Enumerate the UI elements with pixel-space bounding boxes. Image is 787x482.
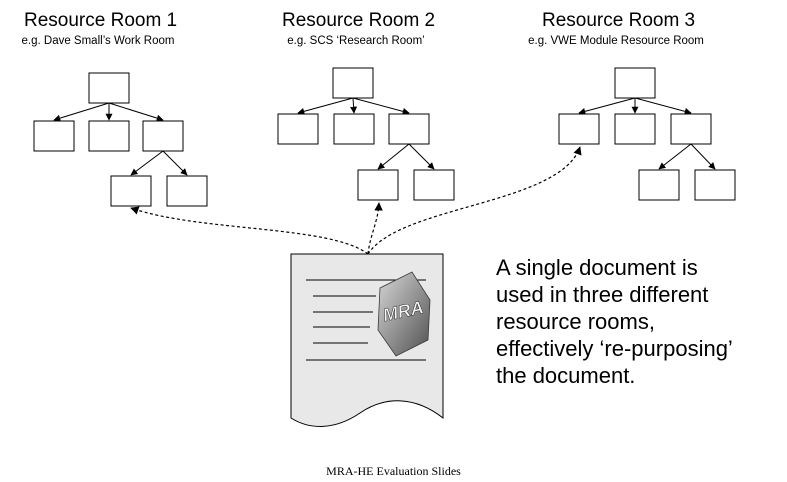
tree-2-child-node xyxy=(388,113,430,145)
caption-line: the document. xyxy=(496,363,636,388)
tree-3-edge xyxy=(634,97,692,115)
tree-3-edge xyxy=(658,143,692,170)
caption-line: effectively ‘re-purposing’ xyxy=(496,336,733,361)
room-1-subtitle: e.g. Dave Small’s Work Room xyxy=(21,35,175,47)
tree-2-root-node xyxy=(332,67,374,99)
tree-1-edge xyxy=(162,150,188,176)
room-3-tree xyxy=(558,67,736,201)
tree-3-edge xyxy=(578,97,636,115)
tree-2-child-node xyxy=(333,113,375,145)
tree-3-child-node xyxy=(614,113,656,145)
tree-2-child-node xyxy=(277,113,319,145)
slide-footer: MRA-HE Evaluation Slides xyxy=(326,464,461,478)
caption: A single document is used in three diffe… xyxy=(496,254,786,389)
room-2-tree xyxy=(277,67,455,201)
tree-1-grandchild-node xyxy=(166,175,208,207)
tree-2-grandchild-node xyxy=(413,169,455,201)
link-to-room-2 xyxy=(367,202,383,255)
room-1-title: Resource Room 1 xyxy=(24,10,178,31)
tree-1-edge xyxy=(130,150,164,176)
tree-1-root-node xyxy=(88,72,130,104)
tree-3-grandchild-node xyxy=(694,169,736,201)
room-3-title: Resource Room 3 xyxy=(542,10,696,31)
document-icon: MRA xyxy=(290,253,444,427)
tree-2-edge xyxy=(350,97,358,114)
tree-3-edge xyxy=(690,143,716,170)
room-3-subtitle: e.g. VWE Module Resource Room xyxy=(528,35,704,47)
tree-2-edge xyxy=(297,97,354,115)
tree-3-child-node xyxy=(670,113,712,145)
caption-line: A single document is xyxy=(496,255,698,280)
room-1-tree xyxy=(33,72,208,207)
tree-1-grandchild-node xyxy=(110,175,152,207)
link-to-room-3 xyxy=(367,146,582,255)
mra-logo: MRA xyxy=(377,271,431,357)
tree-1-edge xyxy=(108,102,164,122)
room-2-title: Resource Room 2 xyxy=(282,10,436,31)
room-2-subtitle: e.g. SCS ‘Research Room’ xyxy=(287,35,425,47)
tree-3-root-node xyxy=(614,67,656,99)
tree-1-edge xyxy=(53,102,110,122)
link-to-room-1 xyxy=(130,206,369,255)
tree-2-edge xyxy=(408,143,435,170)
tree-1-child-node xyxy=(142,120,184,152)
tree-3-grandchild-node xyxy=(638,169,680,201)
tree-2-edge xyxy=(377,143,410,170)
caption-line: used in three different xyxy=(496,282,709,307)
tree-2-edge xyxy=(352,97,410,115)
tree-1-child-node xyxy=(88,120,130,152)
tree-3-child-node xyxy=(558,113,600,145)
tree-1-child-node xyxy=(33,120,75,152)
tree-2-grandchild-node xyxy=(357,169,399,201)
caption-line: resource rooms, xyxy=(496,309,655,334)
document-links xyxy=(130,146,582,255)
